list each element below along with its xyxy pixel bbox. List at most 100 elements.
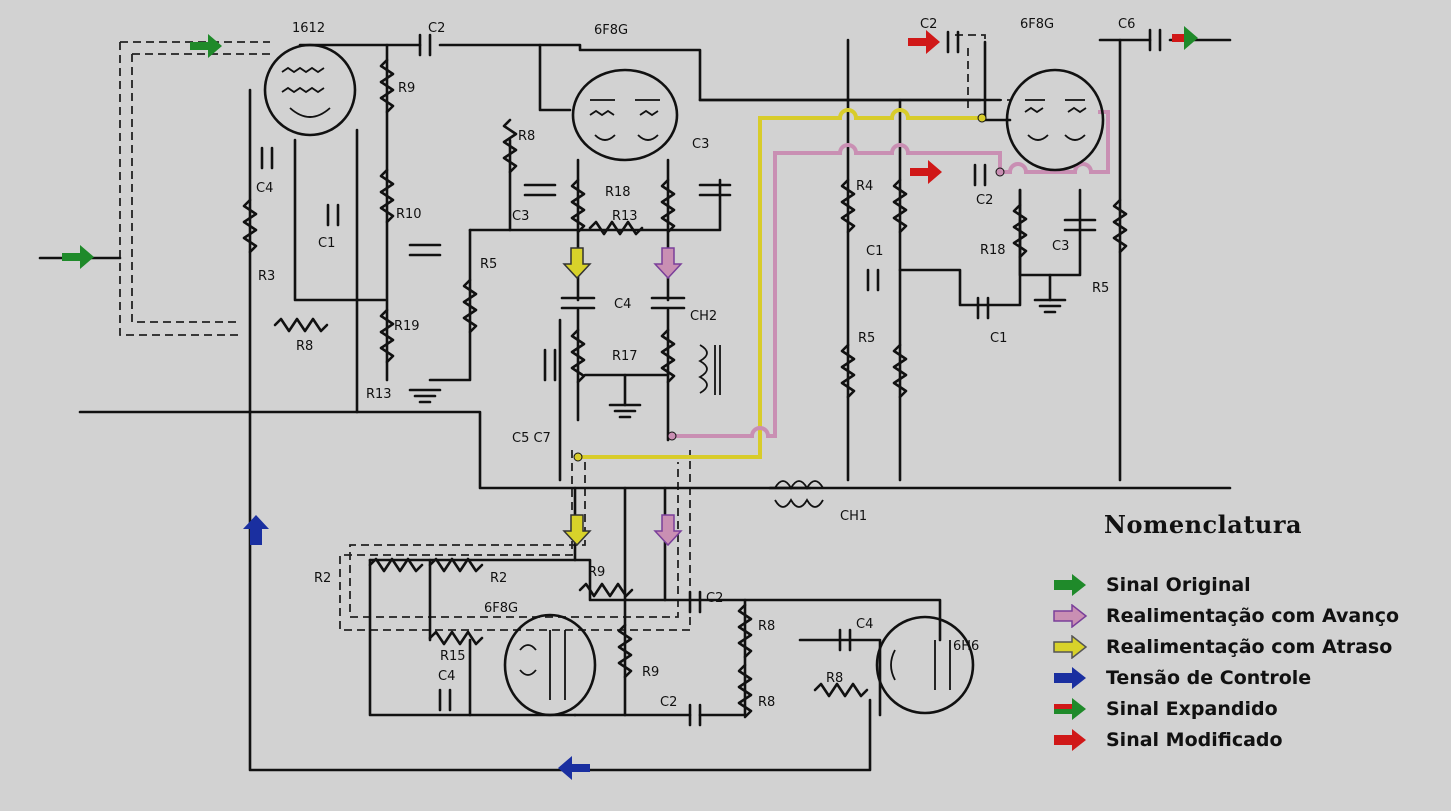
component-labels: C2 R9 C4 C1 R10 R3 R8 R19 R13 R8 C3 R18 …: [256, 17, 1135, 710]
arrow-original-top: [190, 34, 222, 58]
junction-pink: [667, 431, 677, 441]
label-r8-bot-c: R8: [826, 671, 843, 686]
label-c3-right: C3: [1052, 239, 1069, 254]
legend-item-control: Tensão de Controle: [1052, 662, 1447, 693]
label-c4-bot2: C4: [856, 617, 873, 632]
junction-yellow: [573, 452, 583, 462]
tube-1612: 1612: [263, 21, 357, 137]
wiring: [38, 38, 1232, 772]
arrow-red-green-icon: [1054, 697, 1086, 720]
arrow-blue-icon: [1054, 666, 1086, 689]
label-r18-mid: R18: [605, 185, 631, 200]
label-r18-right: R18: [980, 243, 1006, 258]
resistor-r8-left: [273, 317, 329, 333]
arrow-delay-1: [562, 247, 592, 280]
delay-feedback-trace: [578, 108, 985, 459]
arrow-yellow-icon: [1053, 634, 1088, 659]
legend-label: Realimentação com Avanço: [1106, 604, 1400, 627]
label-r10: R10: [396, 207, 422, 222]
resistor-r15: [428, 630, 484, 646]
label-r8-bot-a: R8: [758, 619, 775, 634]
legend-label: Tensão de Controle: [1106, 666, 1312, 689]
label-c3-mid: C3: [692, 137, 709, 152]
signal-arrows: [62, 26, 1198, 780]
label-ch1: CH1: [840, 509, 867, 524]
tube-6h6-label: 6H6: [953, 639, 979, 654]
label-c5-c7: C5 C7: [512, 431, 551, 446]
arrow-green-icon: [1054, 573, 1086, 596]
arrow-pink-icon: [1053, 603, 1088, 628]
label-r5-mid: R5: [480, 257, 497, 272]
arrow-expanded-red: [1172, 34, 1184, 42]
label-r4: R4: [856, 179, 873, 194]
label-c4-mid: C4: [614, 297, 631, 312]
label-c2-bot2: C2: [660, 695, 677, 710]
label-c2-right: C2: [920, 17, 937, 32]
advance-feedback-trace: [672, 110, 1110, 438]
legend-item-expanded: Sinal Expandido: [1052, 693, 1447, 724]
label-c1-left: C1: [318, 236, 335, 251]
label-c4-bot: C4: [438, 669, 455, 684]
arrow-delay-2: [562, 514, 592, 547]
label-r13-mid: R13: [612, 209, 638, 224]
junction-pink-right: [995, 167, 1005, 177]
label-r3: R3: [258, 269, 275, 284]
label-r5-far: R5: [1092, 281, 1109, 296]
label-r9-top: R9: [398, 81, 415, 96]
arrow-red-icon: [1054, 728, 1086, 751]
label-r2-b: R2: [490, 571, 507, 586]
arrow-control-left: [558, 756, 590, 780]
label-r8-left: R8: [296, 339, 313, 354]
arrow-advance-2: [653, 514, 683, 547]
label-r17: R17: [612, 349, 638, 364]
label-c3-left: C3: [512, 209, 529, 224]
legend-label: Sinal Modificado: [1106, 728, 1283, 751]
label-r5-right: R5: [858, 331, 875, 346]
arrow-original-left: [62, 245, 94, 269]
label-c2-right2: C2: [976, 193, 993, 208]
legend-item-advance: Realimentação com Avanço: [1052, 600, 1447, 631]
tube-6f8g-a: 6F8G: [571, 23, 679, 162]
label-c1-right2: C1: [990, 331, 1007, 346]
shield-left: [119, 41, 270, 336]
label-r19: R19: [394, 319, 420, 334]
arrow-expanded: [1172, 26, 1198, 50]
ground-symbols: [408, 298, 1067, 419]
choke-ch1: [774, 480, 824, 508]
arrow-advance-1: [653, 247, 683, 280]
label-c2-top: C2: [428, 21, 445, 36]
label-r8-bot-b: R8: [758, 695, 775, 710]
arrow-control-up: [243, 515, 269, 545]
tube-6f8g-a-label: 6F8G: [594, 23, 628, 38]
legend-label: Realimentação com Atraso: [1106, 635, 1393, 658]
arrow-modified-top: [908, 30, 940, 54]
label-c4-left: C4: [256, 181, 273, 196]
label-r9-bot: R9: [588, 565, 605, 580]
legend-item-original: Sinal Original: [1052, 569, 1447, 600]
legend-item-modified: Sinal Modificado: [1052, 724, 1447, 755]
label-r15: R15: [440, 649, 466, 664]
choke-ch2: [698, 344, 721, 395]
legend-label: Sinal Original: [1106, 573, 1251, 596]
legend: Nomenclatura Sinal Original Realimentaçã…: [1052, 510, 1447, 755]
tube-6h6: 6H6: [875, 615, 979, 715]
label-c6: C6: [1118, 17, 1135, 32]
label-r9-bot2: R9: [642, 665, 659, 680]
legend-label: Sinal Expandido: [1106, 697, 1278, 720]
junction-yellow-right: [977, 113, 987, 123]
label-c2-bot: C2: [706, 591, 723, 606]
label-r8-mid: R8: [518, 129, 535, 144]
tube-6f8g-b-label: 6F8G: [1020, 17, 1054, 32]
label-c1-right: C1: [866, 244, 883, 259]
arrow-modified-mid: [910, 160, 942, 184]
legend-title: Nomenclatura: [1104, 510, 1303, 539]
capacitors: [260, 28, 1162, 727]
legend-item-delay: Realimentação com Atraso: [1052, 631, 1447, 662]
label-r2-a: R2: [314, 571, 331, 586]
label-ch2: CH2: [690, 309, 717, 324]
tube-1612-label: 1612: [292, 21, 325, 36]
tube-6f8g-c: 6F8G: [484, 601, 597, 717]
tube-6f8g-c-label: 6F8G: [484, 601, 518, 616]
